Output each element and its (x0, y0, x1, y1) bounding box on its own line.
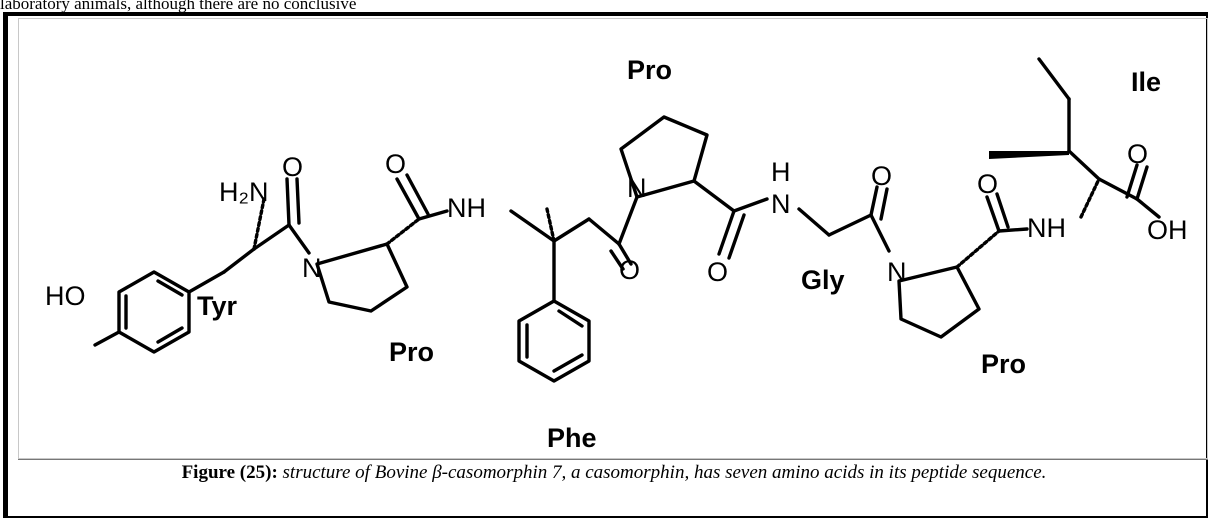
pro1-ring (315, 173, 449, 313)
pro2-ring (617, 115, 769, 260)
atom-n-pro3: N (887, 257, 907, 287)
atom-ho: HO (45, 281, 86, 311)
atom-o-tyr: O (282, 152, 303, 182)
residue-label-pro2: Pro (627, 55, 672, 85)
caption-divider (18, 459, 1208, 460)
figure-caption: Figure (25): structure of Bovine β-casom… (24, 461, 1204, 485)
atom-nh-phe: NH (447, 193, 486, 223)
atom-o-gly: O (871, 161, 892, 191)
residue-label-ile: Ile (1131, 67, 1161, 97)
atom-h-gly: H (771, 157, 791, 187)
phe-sidechain (509, 207, 633, 383)
figure-caption-label: Figure (25): (181, 462, 278, 483)
peptide-structure-diagram: HO H₂N O N O NH O N O H N O N O NH O OH … (45, 55, 1188, 453)
figure-frame: HO H₂N O N O NH O N O H N O N O NH O OH … (3, 12, 1208, 518)
atom-oh: OH (1147, 215, 1188, 245)
tyr-backbone (252, 177, 311, 255)
atom-o-pro2: O (707, 257, 728, 287)
atom-o-phe: O (619, 255, 640, 285)
atom-h2n: H₂N (219, 177, 268, 207)
gly-backbone (797, 185, 891, 253)
figure-caption-text: structure of Bovine β-casomorphin 7, a c… (277, 462, 1047, 483)
residue-label-gly: Gly (801, 265, 845, 295)
residue-label-tyr: Tyr (197, 291, 238, 321)
structure-panel: HO H₂N O N O NH O N O H N O N O NH O OH … (18, 18, 1208, 459)
tyr-phenol-ring (93, 247, 256, 354)
atom-n-pro2: N (627, 173, 647, 203)
atom-o-pro1: O (385, 149, 406, 179)
atom-o-acid: O (1127, 139, 1148, 169)
residue-label-pro1: Pro (389, 337, 434, 367)
ile-sidechain (989, 57, 1161, 219)
atom-n-pro1: N (302, 253, 322, 283)
atom-nh-ile: NH (1027, 213, 1066, 243)
residue-label-pro3: Pro (981, 349, 1026, 379)
preceding-text-line: laboratory animals, although there are n… (0, 0, 357, 13)
atom-n-gly: N (771, 189, 791, 219)
pro3-ring (897, 192, 1029, 339)
residue-label-phe: Phe (547, 423, 597, 453)
atom-o-pro3: O (977, 169, 998, 199)
